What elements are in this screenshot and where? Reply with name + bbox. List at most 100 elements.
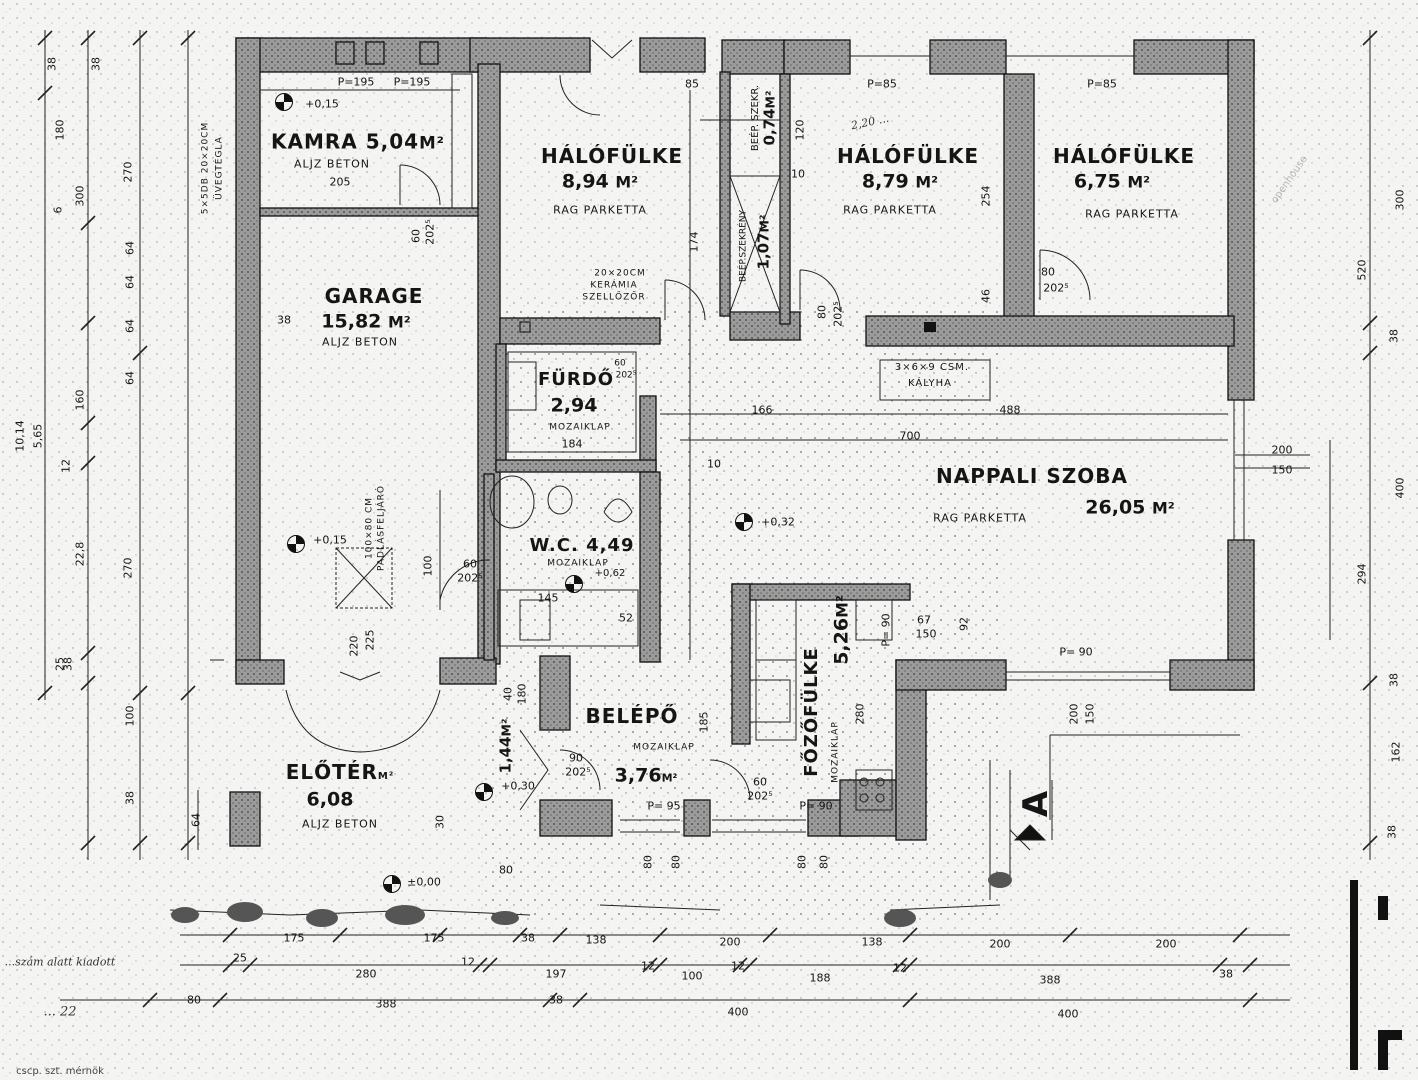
dim-bottom-r1-3: 38 <box>521 931 535 945</box>
dim-bottom-r2-9: 12 <box>893 961 907 975</box>
dim-right-5: 294 <box>1355 563 1369 585</box>
dim-right-6: 38 <box>1387 673 1401 687</box>
dim-right-c: 150 <box>1271 463 1293 477</box>
margin-text-2: ... 22 <box>43 1004 77 1020</box>
dim-right-8: 38 <box>1385 825 1399 839</box>
dim-bottom-r2-11: 38 <box>1219 967 1233 981</box>
note-padlas: PADLÁSFELJÁRÓ <box>376 485 387 571</box>
dim-left-c2-2: 160 <box>73 389 87 411</box>
small-markers <box>519 321 936 333</box>
dim-bottom-r2-1: 25 <box>233 951 247 965</box>
dim-right-1: 300 <box>1393 189 1407 211</box>
room-name-eloter: ELŐTÉRM² <box>285 760 395 784</box>
dim-int-150b: 150 <box>1083 703 1097 725</box>
dim-left-3: 6 <box>51 206 65 214</box>
rubble <box>171 872 1012 927</box>
dim-int-38: 38 <box>277 313 291 327</box>
dim-right-7: 162 <box>1389 741 1403 763</box>
dim-int-p90a: P= 90 <box>1059 645 1093 659</box>
dim-top-d10: 10 <box>791 167 805 181</box>
room-area-belepo: 3,76M² <box>614 764 678 787</box>
level-kamra: +0,15 <box>305 97 339 111</box>
dim-int-40: 40 <box>501 687 515 701</box>
dim-left-5: 64 <box>123 241 137 255</box>
dim-int-202g: 202⁵ <box>747 789 773 803</box>
room-name-szekreny: BEÉP. SZEKR. <box>750 84 761 152</box>
dim-int-52: 52 <box>619 611 633 625</box>
section-marker: A <box>1016 790 1056 818</box>
room-area-small: 1,44M² <box>496 718 515 774</box>
dim-int-80b: 80 <box>1041 265 1055 279</box>
room-name-wc: W.C. 4,49 <box>529 535 635 556</box>
dim-bottom-r1-4: 138 <box>585 933 607 947</box>
dim-int-92: 92 <box>957 617 971 631</box>
floor-halo3: RAG PARKETTA <box>1085 207 1179 221</box>
dim-int-202f: 202⁵ <box>565 765 591 779</box>
dim-int-254: 254 <box>979 185 993 207</box>
dim-left-c2-3: 22,8 <box>73 541 87 567</box>
dim-right-b: 200 <box>1271 443 1293 457</box>
dim-int-80e: 80 <box>499 863 513 877</box>
dim-int-80s-1: 80 <box>641 855 655 869</box>
dim-int-225: 225 <box>363 629 377 651</box>
level-marker-kamra <box>275 93 293 111</box>
dim-left-1: 38 <box>45 57 59 71</box>
dim-left-11: 38 <box>61 657 75 671</box>
dim-left-extra: 38 <box>123 791 137 805</box>
dim-bottom-r3-4: 400 <box>727 1005 749 1019</box>
dim-int-60c: 60 <box>614 358 626 369</box>
dim-bottom-r3-5: 400 <box>1057 1007 1079 1021</box>
floor-kamra: ALJZ BETON <box>293 157 371 171</box>
dim-int-100: 100 <box>421 555 435 577</box>
room-name-belepo: BELÉPŐ <box>585 704 679 728</box>
dim-top-p85b: P=85 <box>1087 77 1117 91</box>
dim-right-3: 38 <box>1387 329 1401 343</box>
dim-int-145: 145 <box>537 591 559 605</box>
dim-int-80a: 80 <box>815 305 829 319</box>
room-name-fozo: FŐZŐFÜLKE <box>801 647 822 777</box>
dim-bottom-r2-8: 188 <box>809 971 831 985</box>
dim-top-d120: 120 <box>793 119 807 141</box>
dim-bottom-r3-3: 38 <box>549 993 563 1007</box>
dim-bottom-r1-7: 200 <box>989 937 1011 951</box>
room-area-nappali: 26,05 M² <box>1085 496 1175 519</box>
dim-top-p85a: P=85 <box>867 77 897 91</box>
room-name-halo1: HÁLÓFÜLKE <box>540 144 684 168</box>
room-name-furdo: FÜRDŐ <box>537 369 615 390</box>
room-area-halo1: 8,94 M² <box>561 170 639 193</box>
dim-left-c3-1: 270 <box>121 161 135 183</box>
dim-int-p90b: P= 90 <box>799 799 833 813</box>
dim-int-90: 90 <box>569 751 583 765</box>
room-area-szekreny: 0,74M² <box>760 90 779 146</box>
room-area-furdo: 2,94 <box>550 394 598 417</box>
dim-int-p95: P= 95 <box>647 799 681 813</box>
note-uveg-size: 5×5DB 20×20CM <box>200 121 211 215</box>
dimension-ticks <box>37 30 1378 1008</box>
level-garage: +0,15 <box>313 533 347 547</box>
dim-int-202c: 202⁵ <box>615 370 637 381</box>
dim-int-80s-3: 80 <box>795 855 809 869</box>
dim-left-2: 180 <box>53 119 67 141</box>
dim-bottom-r1-2: 175 <box>423 931 445 945</box>
dim-bottom-r1-8: 200 <box>1155 937 1177 951</box>
level-small: +0,30 <box>501 779 535 793</box>
dim-int-150: 150 <box>915 627 937 641</box>
dim-bottom-r1-6: 138 <box>861 935 883 949</box>
level-marker-wc <box>565 575 583 593</box>
dim-int-166: 166 <box>751 403 773 417</box>
dim-bottom-r2-4: 197 <box>545 967 567 981</box>
dim-left-12: 64 <box>189 813 203 827</box>
dim-top-p195b: P=195 <box>393 75 431 89</box>
dim-int-180: 180 <box>515 683 529 705</box>
floor-nappali: RAG PARKETTA <box>933 511 1027 525</box>
dim-bottom-r2-6: 100 <box>681 969 703 983</box>
dim-int-10: 10 <box>707 457 721 471</box>
room-area-halo3: 6,75 M² <box>1073 170 1151 193</box>
dim-top-d85: 85 <box>685 77 699 91</box>
note-keramia: KERÁMIA <box>590 280 638 291</box>
floor-eloter: ALJZ BETON <box>301 817 379 831</box>
dim-left-c2-4: 100 <box>123 705 137 727</box>
dim-int-220: 220 <box>347 635 361 657</box>
room-area-beepszekreny: 1,07M² <box>754 214 773 270</box>
